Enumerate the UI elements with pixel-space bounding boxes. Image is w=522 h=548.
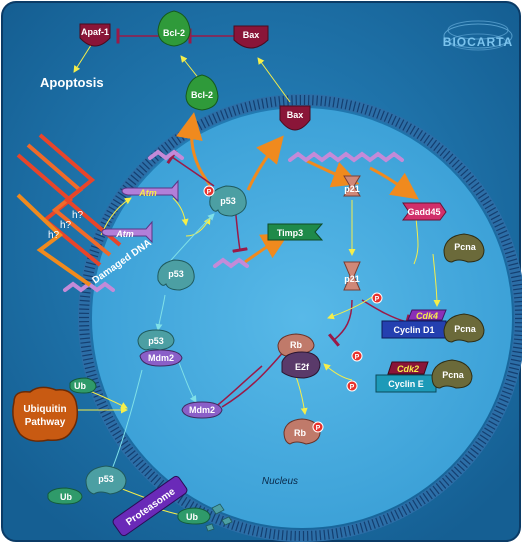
phospho-p21: P xyxy=(371,292,383,304)
p21-a-label: p21 xyxy=(344,184,360,194)
ubiquitin-label: Ubiquitin xyxy=(23,404,66,415)
apoptosis-label: Apoptosis xyxy=(40,75,104,90)
rb-b-label: Rb xyxy=(294,428,306,438)
pcna-protein-c: Pcna xyxy=(431,359,473,389)
bcl2-mid-protein: Bcl-2 xyxy=(185,74,219,111)
cdk4-protein: Cdk4 xyxy=(407,309,447,321)
degraded-fragments xyxy=(205,503,233,532)
bax-top-label: Bax xyxy=(243,30,260,40)
pcna-a-label: Pcna xyxy=(454,242,477,252)
ubiquitin-pathway-box: Ubiquitin Pathway xyxy=(12,386,79,442)
mdm2-b-label: Mdm2 xyxy=(189,405,215,415)
svg-text:P: P xyxy=(207,189,212,196)
cyclin-e-protein: Cyclin E xyxy=(375,374,437,393)
svg-text:P: P xyxy=(316,425,321,432)
mdm2-a-label: Mdm2 xyxy=(148,353,174,363)
apaf1-label: Apaf-1 xyxy=(81,27,109,37)
p53-protein-b: p53 xyxy=(157,259,195,291)
pcna-b-label: Pcna xyxy=(454,324,477,334)
atm-protein-1: Atm xyxy=(121,179,179,203)
p53-mdm2-complex: p53 Mdm2 xyxy=(137,329,183,367)
rb-protein-phospho: Rb P xyxy=(283,418,324,445)
cyclin-e-label: Cyclin E xyxy=(388,379,424,389)
cyclin-d1-label: Cyclin D1 xyxy=(393,325,434,335)
ub-b-label: Ub xyxy=(60,492,72,502)
uv-label-2: h? xyxy=(60,220,72,231)
rb-a-label: Rb xyxy=(290,340,302,350)
cdk2-protein: Cdk2 xyxy=(387,361,429,375)
bax-top-protein: Bax xyxy=(233,25,269,49)
e2f-label: E2f xyxy=(295,362,310,372)
atm-1-label: Atm xyxy=(138,188,157,198)
timp3-label: Timp3 xyxy=(277,228,303,238)
p21-b-label: p21 xyxy=(344,274,360,284)
bcl2-top-protein: Bcl-2 xyxy=(157,10,191,47)
p53-protein-a: p53 xyxy=(209,185,247,217)
p53-b-label: p53 xyxy=(168,269,184,279)
nucleus-envelope-dash xyxy=(79,95,522,541)
cyclin-d1-protein: Cyclin D1 xyxy=(381,320,447,339)
p53-d-label: p53 xyxy=(98,474,114,484)
nucleus xyxy=(92,108,512,528)
phospho-cdk2: P xyxy=(346,380,358,392)
cdk4-label: Cdk4 xyxy=(416,311,438,321)
ub-c-label: Ub xyxy=(186,512,198,522)
ub-a-label: Ub xyxy=(74,381,86,391)
gadd45-label: Gadd45 xyxy=(407,207,440,217)
mdm2-protein: Mdm2 xyxy=(181,401,223,419)
p21-protein-b: p21 xyxy=(343,261,361,291)
biocarta-logo: BIOCARTA xyxy=(443,20,513,51)
svg-text:P: P xyxy=(355,354,360,361)
rb-e2f-complex: Rb E2f xyxy=(277,333,321,379)
bcl2-mid-label: Bcl-2 xyxy=(191,90,213,100)
uv-rays xyxy=(16,133,122,287)
atm-protein-2: Atm xyxy=(101,220,153,244)
timp3-protein: Timp3 xyxy=(267,223,324,241)
uv-label-3: h? xyxy=(72,210,84,221)
phospho-p53: P xyxy=(203,185,215,197)
pcna-c-label: Pcna xyxy=(442,370,465,380)
cdk2-label: Cdk2 xyxy=(397,364,419,374)
svg-text:P: P xyxy=(350,384,355,391)
bcl2-top-label: Bcl-2 xyxy=(163,28,185,38)
uv-label-1: h? xyxy=(48,230,60,241)
apaf1-protein: Apaf-1 xyxy=(79,23,111,47)
ub-protein-c: Ub xyxy=(177,507,211,525)
ub-protein-a: Ub xyxy=(69,377,97,394)
p21-protein-a: p21 xyxy=(343,175,361,197)
ub-protein-b: Ub xyxy=(47,487,83,505)
pcna-protein-b: Pcna xyxy=(443,313,485,343)
svg-text:BIOCARTA: BIOCARTA xyxy=(443,35,513,49)
p53-a-label: p53 xyxy=(220,196,236,206)
p53-c-label: p53 xyxy=(148,336,164,346)
svg-text:P: P xyxy=(375,296,380,303)
pathway-label: Pathway xyxy=(25,417,66,428)
phospho-cdk4: P xyxy=(351,350,363,362)
bax-mid-protein: Bax xyxy=(279,105,311,131)
atm-2-label: Atm xyxy=(115,229,134,239)
gadd45-protein: Gadd45 xyxy=(402,202,447,221)
bax-mid-label: Bax xyxy=(287,110,304,120)
pcna-protein-a: Pcna xyxy=(443,233,485,263)
p53-protein-d: p53 xyxy=(85,465,127,495)
nucleus-label: Nucleus xyxy=(262,476,298,487)
